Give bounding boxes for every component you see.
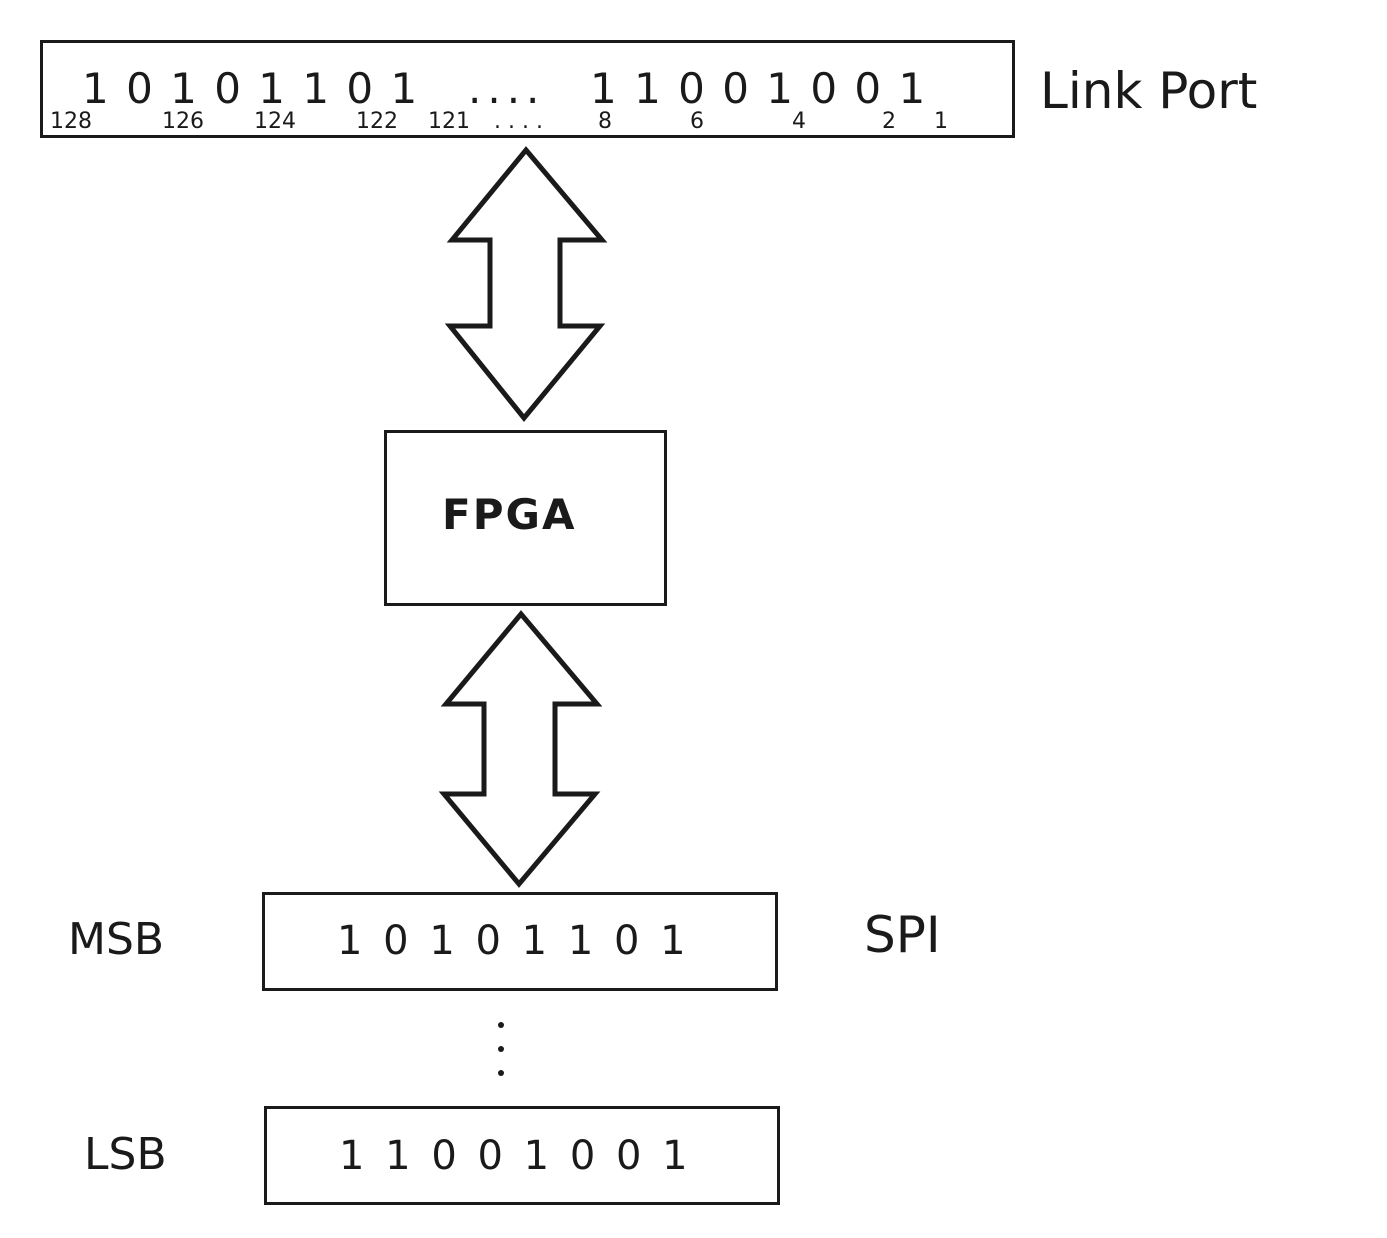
bit-index-124: 124 [254,109,296,134]
spi-msb-bits: 1 0 1 0 1 1 0 1 [337,918,690,964]
bit-index-128: 128 [50,109,92,134]
spi-lsb-register [264,1106,780,1205]
spi-msb-register [262,892,778,991]
continuation-dot-2 [498,1046,504,1052]
continuation-dot-3 [498,1070,504,1076]
bit-index-2: 2 [882,109,896,134]
link-port-register [40,40,1015,138]
bit-index-ellipsis: . . . . [494,109,543,134]
link-port-label: Link Port [1040,62,1258,120]
spi-label: SPI [864,906,941,964]
msb-label: MSB [68,914,165,965]
bit-index-4: 4 [792,109,806,134]
link-port-ellipsis: .... [468,64,546,113]
bit-index-126: 126 [162,109,204,134]
bit-index-121: 121 [428,109,470,134]
continuation-dot-1 [498,1022,504,1028]
link-port-bits-low: 1 1 0 0 1 0 0 1 [590,64,928,113]
fpga-spi-double-arrow [438,610,603,888]
bit-index-8: 8 [598,109,612,134]
bit-index-6: 6 [690,109,704,134]
lsb-label: LSB [84,1129,167,1180]
bit-index-1: 1 [934,109,948,134]
bit-index-122: 122 [356,109,398,134]
fpga-block [384,430,667,606]
link-port-bits-high: 1 0 1 0 1 1 0 1 [82,64,420,113]
link-fpga-double-arrow [444,146,608,422]
spi-lsb-bits: 1 1 0 0 1 0 0 1 [339,1133,692,1179]
fpga-label: FPGA [442,490,577,539]
